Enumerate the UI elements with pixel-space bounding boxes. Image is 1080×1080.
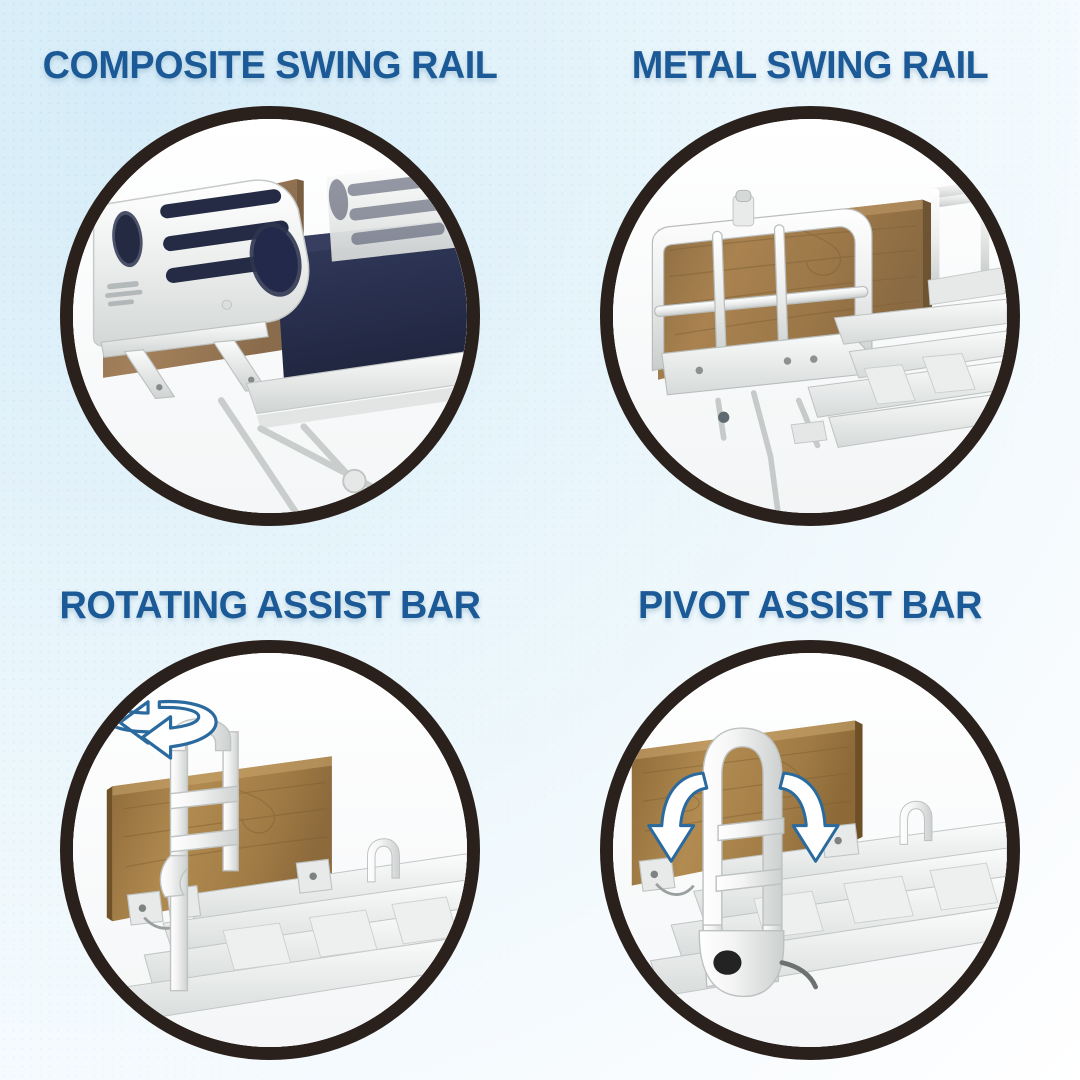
panel-title-metal-swing-rail: METAL SWING RAIL — [631, 44, 989, 87]
panel-title-rotating-assist-bar: ROTATING ASSIST BAR — [59, 584, 481, 627]
photo-circle-rotating-assist-bar — [60, 640, 480, 1060]
photo-circle-composite-swing-rail — [60, 106, 480, 526]
panel-composite-swing-rail: COMPOSITE SWING RAIL — [0, 0, 540, 540]
panel-title-pivot-assist-bar: PIVOT ASSIST BAR — [638, 584, 982, 627]
panel-title-composite-swing-rail: COMPOSITE SWING RAIL — [42, 44, 498, 87]
photo-circle-pivot-assist-bar — [600, 640, 1020, 1060]
photo-metal-swing-rail — [613, 119, 1007, 513]
panel-pivot-assist-bar: PIVOT ASSIST BAR — [540, 540, 1080, 1080]
photo-pivot-assist-bar — [613, 653, 1007, 1047]
pivot-arrow-right-icon — [778, 771, 840, 863]
photo-rotating-assist-bar — [73, 653, 467, 1047]
panel-rotating-assist-bar: ROTATING ASSIST BAR — [0, 540, 540, 1080]
rotation-arrow-icon — [95, 685, 218, 760]
panel-metal-swing-rail: METAL SWING RAIL — [540, 0, 1080, 540]
pivot-arrow-left-icon — [647, 771, 709, 863]
photo-composite-swing-rail — [73, 119, 467, 513]
photo-circle-metal-swing-rail — [600, 106, 1020, 526]
